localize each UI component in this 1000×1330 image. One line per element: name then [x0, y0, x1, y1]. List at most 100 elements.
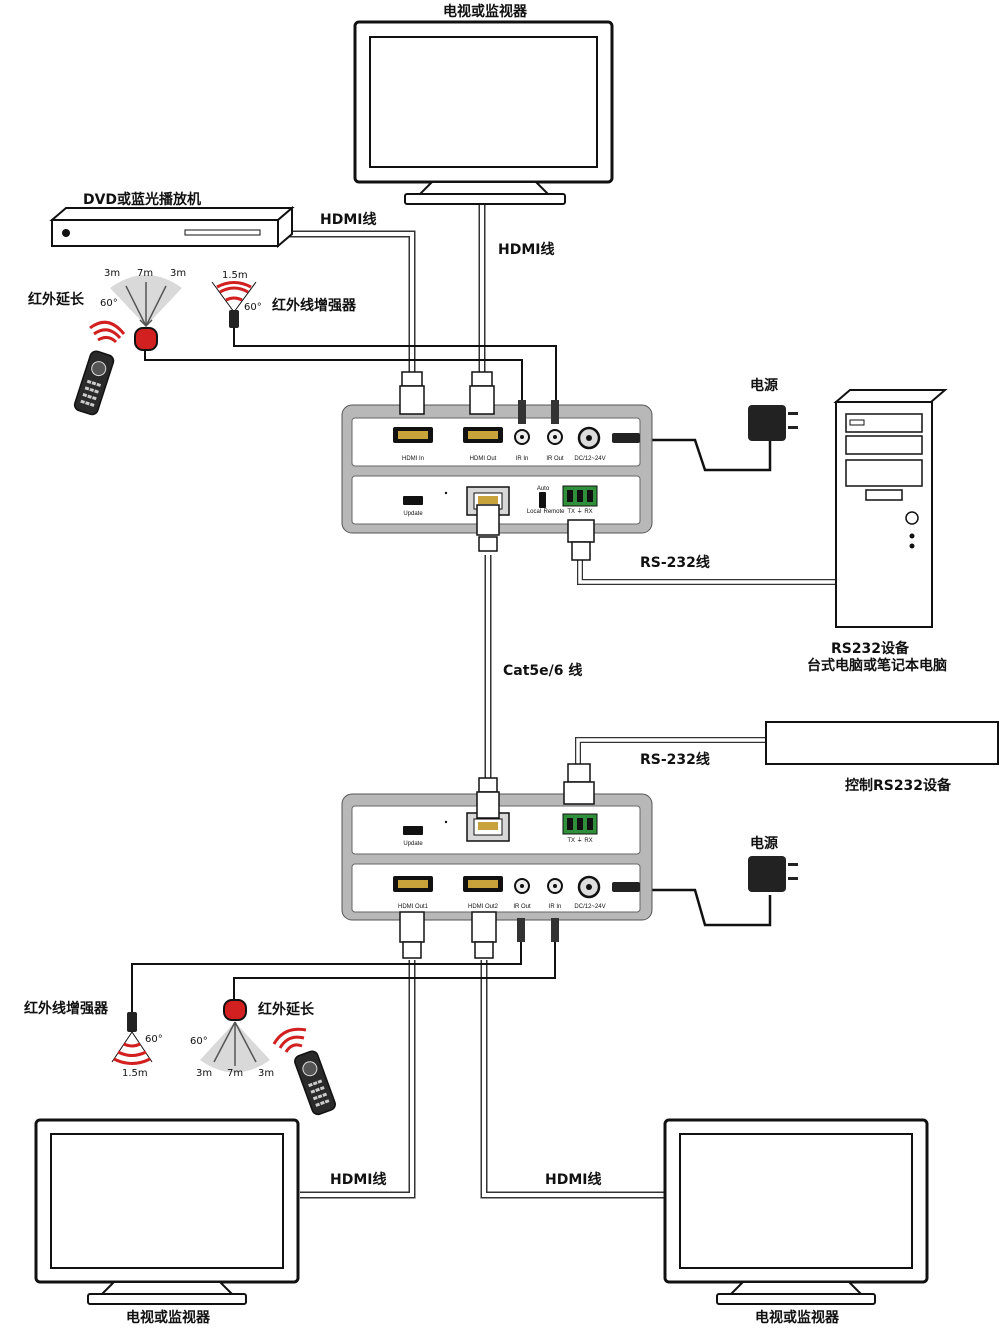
- hdmi-cable-tv-right: [480, 960, 665, 1199]
- rx-hdmi-out1-plug: [399, 911, 425, 959]
- cat-cable-label: Cat5e/6 线: [503, 662, 582, 679]
- ir-extend-label-top: 红外延长: [28, 291, 85, 308]
- ir-booster-dist-top: 1.5m: [222, 270, 248, 281]
- tx-hdmi-in-port: [393, 427, 433, 443]
- tx-hdmi-out-port: [463, 427, 503, 443]
- power-label-bottom: 电源: [750, 835, 778, 852]
- hdmi-cable-label-right: HDMI线: [545, 1171, 601, 1188]
- dvd-label: DVD或蓝光播放机: [83, 191, 201, 208]
- power-label-top: 电源: [750, 377, 778, 394]
- tx-hdmi-out-label: HDMI Out: [470, 456, 497, 462]
- ir-booster-dist-bottom: 1.5m: [122, 1068, 148, 1079]
- dvd-player: [49, 205, 295, 249]
- remote-control-top: [73, 350, 115, 416]
- rs232-cable-bottom: [575, 737, 766, 765]
- remote-signal-top: [89, 320, 126, 344]
- power-adapter-bottom: [748, 856, 798, 892]
- tv-bottom-left: [34, 1118, 300, 1305]
- hdmi-cable-tv-left: [300, 960, 416, 1199]
- ir-booster-bottom: [127, 1012, 137, 1032]
- tv-bottom-right-label: 电视或监视器: [755, 1309, 840, 1326]
- tx-rs232-terminal: [562, 485, 598, 507]
- ir-booster-cable-bottom: [131, 940, 522, 1012]
- ir-receiver-top: [134, 327, 158, 351]
- rx-ir-in-plug: [551, 918, 559, 942]
- ir-receiver-cone-top: [110, 275, 182, 328]
- rs232-device-sublabel: 台式电脑或笔记本电脑: [807, 657, 947, 674]
- tx-mode-switch[interactable]: [539, 492, 546, 508]
- rx-dc-plug: [612, 882, 640, 892]
- rx-hdmi-out1-port: [393, 876, 433, 892]
- tx-remote-label: Remote: [543, 509, 565, 515]
- rx-hdmi-out1-label: HDMI Out1: [398, 904, 429, 910]
- ir-extend-cable-top: [144, 350, 523, 402]
- tx-dc-plug: [612, 433, 640, 443]
- rx-hdmi-out2-port: [463, 876, 503, 892]
- tx-ir-in-plug: [518, 400, 526, 424]
- tx-dc-label: DC/12~24V: [574, 456, 605, 462]
- rx-update-label: Update: [403, 841, 423, 847]
- hdmi-cable-dvd: [280, 230, 416, 385]
- ir-extend-cable-bottom: [233, 940, 556, 1002]
- rs232-cable-label-bottom: RS-232线: [640, 751, 710, 768]
- ir-angle-top: 60°: [100, 298, 118, 309]
- tx-ir-out-plug: [551, 400, 559, 424]
- ir-dim-right-top: 3m: [170, 268, 186, 279]
- ir-booster-cable-top: [233, 328, 557, 402]
- pc-tower: [833, 389, 948, 628]
- ir-booster-cone-top: [211, 278, 257, 313]
- ir-booster-angle-top: 60°: [244, 302, 262, 313]
- tx-hdmi-in-plug: [399, 371, 425, 415]
- rx-db9-plug: [563, 763, 595, 805]
- tx-update-label: Update: [403, 511, 423, 517]
- control-rs232-label: 控制RS232设备: [845, 777, 952, 794]
- power-adapter-top: [748, 405, 798, 441]
- ir-booster-label-top: 红外线增强器: [272, 297, 357, 314]
- rx-ir-in-label: IR In: [549, 904, 562, 910]
- rx-txrx-label: TX ⏚ RX: [567, 837, 592, 844]
- rx-update-port: [403, 826, 423, 835]
- rx-dc-label: DC/12~24V: [574, 904, 605, 910]
- remote-signal-bottom: [272, 1027, 307, 1053]
- tv-top-label: 电视或监视器: [443, 3, 528, 20]
- tx-rj45-plug: [476, 504, 500, 552]
- control-rs232-device: [765, 721, 999, 765]
- remote-control-bottom: [294, 1050, 336, 1116]
- ir-dim-mid-top: 7m: [137, 268, 153, 279]
- ir-dim-left-top: 3m: [104, 268, 120, 279]
- tx-db9-plug: [567, 519, 595, 561]
- tx-hdmi-in-label: HDMI In: [402, 456, 424, 462]
- hdmi-cable-label-left: HDMI线: [330, 1171, 386, 1188]
- ir-dim-right-bottom: 3m: [258, 1068, 274, 1079]
- rs232-cable-top: [577, 560, 836, 585]
- ir-receiver-cone-bottom: [200, 1021, 270, 1073]
- rx-ir-out-label: IR Out: [513, 904, 531, 910]
- ir-booster-angle-bottom: 60°: [145, 1034, 163, 1045]
- tv-bottom-right: [663, 1118, 929, 1305]
- tx-update-port: [403, 496, 423, 505]
- power-cable-top: [640, 438, 772, 472]
- tx-hdmi-out-plug: [469, 371, 495, 415]
- hdmi-cable-label-1: HDMI线: [320, 211, 376, 228]
- hdmi-cable-label-2: HDMI线: [498, 241, 554, 258]
- rs232-cable-label-top: RS-232线: [640, 554, 710, 571]
- ir-booster-cone-bottom: [111, 1031, 153, 1065]
- ir-dim-mid-bottom: 7m: [227, 1068, 243, 1079]
- tx-ir-out-label: IR Out: [546, 456, 564, 462]
- rx-ir-out-plug: [517, 918, 525, 942]
- ir-booster-label-bottom: 红外线增强器: [24, 1000, 109, 1017]
- tv-top: [353, 20, 614, 205]
- ir-dim-left-bottom: 3m: [196, 1068, 212, 1079]
- rx-rj45-plug: [476, 777, 500, 819]
- tv-bottom-left-label: 电视或监视器: [126, 1309, 211, 1326]
- rs232-device-label: RS232设备: [831, 640, 910, 657]
- power-cable-bottom: [640, 888, 772, 927]
- ir-extend-label-bottom: 红外延长: [258, 1001, 315, 1018]
- ir-receiver-bottom: [223, 999, 247, 1021]
- ir-angle-bottom: 60°: [190, 1036, 208, 1047]
- tx-auto-label: Auto: [537, 486, 550, 492]
- rx-hdmi-out2-label: HDMI Out2: [468, 904, 499, 910]
- tx-local-label: Local: [527, 509, 541, 515]
- tx-ir-in-label: IR In: [516, 456, 529, 462]
